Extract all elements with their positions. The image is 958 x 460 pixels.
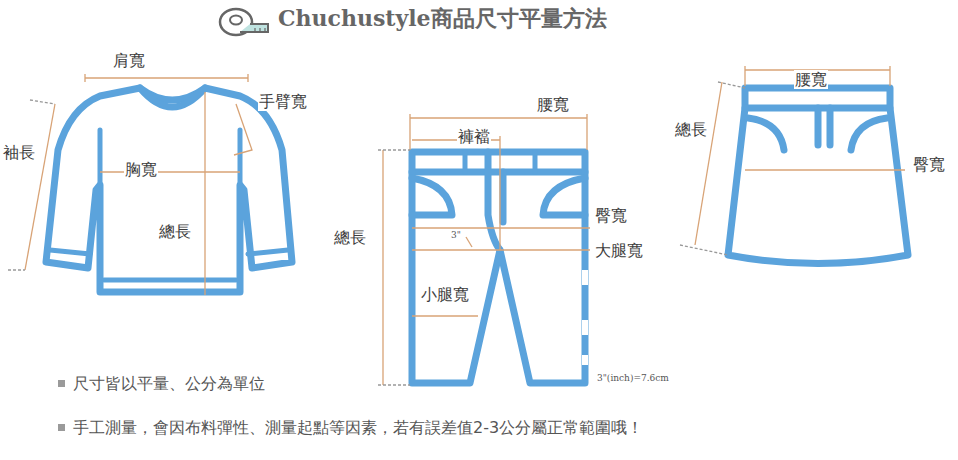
skirt-measure-lines — [680, 66, 905, 255]
measure-label: 手臂寬 — [258, 92, 308, 111]
measure-label: 小腿寬 — [420, 285, 470, 304]
measure-label: 腰寬 — [794, 70, 828, 89]
pants — [412, 152, 585, 383]
measure-label: 肩寬 — [112, 51, 146, 70]
measure-label: 臀寬 — [594, 206, 628, 225]
note-text: 手工測量，會因布料彈性、測量起點等因素，若有誤差值2-3公分屬正常範圍哦！ — [72, 418, 644, 437]
measure-label: 袖長 — [2, 143, 36, 162]
note-text: 尺寸皆以平量、公分為單位 — [72, 374, 266, 393]
skirt — [728, 88, 908, 264]
sweater-measure-lines — [8, 74, 252, 295]
tape-icon — [220, 9, 268, 35]
pants-measure-lines — [378, 114, 590, 385]
bullet — [58, 380, 65, 387]
unit-note: 3"(inch)=7.6cm — [596, 373, 670, 384]
measure-label: 胸寬 — [124, 160, 158, 179]
measure-label: 總長 — [158, 222, 192, 241]
measure-label: 總長 — [333, 228, 367, 247]
bullet — [58, 424, 65, 431]
title: Chuchustyle商品尺寸平量方法 — [278, 4, 607, 34]
inch-mark: 3" — [450, 230, 462, 241]
measure-label: 腰寬 — [536, 95, 570, 114]
measure-label: 褲襠 — [457, 127, 491, 146]
measure-label: 臀寬 — [912, 155, 946, 174]
sweater — [46, 88, 292, 292]
measure-label: 總長 — [674, 120, 708, 139]
measure-label: 大腿寬 — [594, 241, 644, 260]
pants-seam-gap — [582, 270, 588, 365]
